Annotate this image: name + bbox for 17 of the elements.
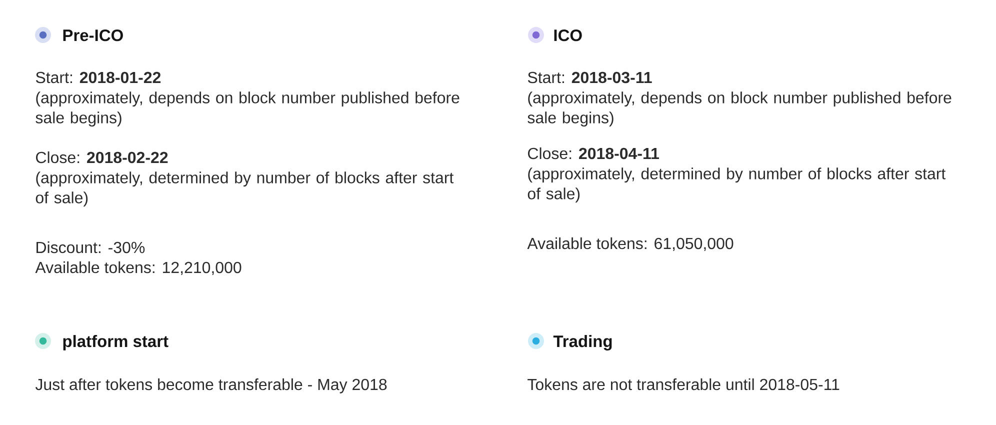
info-text: Just after tokens become transferable - May 2018: [35, 378, 387, 394]
note-text: (approximately, depends on block number published before sale begins): [36, 92, 460, 127]
section-heading: Trading: [553, 335, 612, 350]
info-text: Available tokens: 61,050,000: [527, 237, 734, 252]
section-heading: ICO: [554, 29, 582, 42]
info-text: Close: 2018-02-22: [36, 151, 168, 164]
info-text: Discount: -30%: [36, 241, 145, 254]
info-text: Tokens are not transferable until 2018-05-11: [528, 378, 840, 390]
section-heading: platform start: [63, 335, 168, 350]
info-text: Start: 2018-03-11: [528, 72, 652, 84]
note-text: (approximately, determined by number of blocks after start of sale): [36, 172, 454, 206]
note-text: (approximately, depends on block number published before sale begins): [528, 92, 952, 127]
info-text: Close: 2018-04-11: [528, 147, 659, 160]
section-heading: Pre-ICO: [63, 29, 123, 42]
note-text: (approximately, determined by number of blocks after start of sale): [528, 168, 946, 202]
info-text: Available tokens: 12,210,000: [35, 261, 242, 276]
info-text: Start: 2018-01-22: [36, 72, 161, 84]
